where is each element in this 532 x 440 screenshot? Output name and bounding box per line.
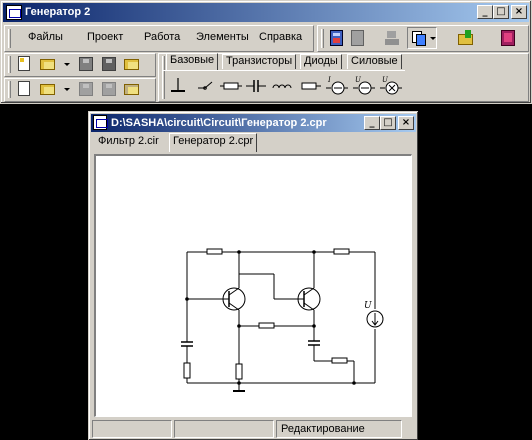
main-window: Генератор 2 _ □ × Файлы Проект Работа Эл… [0,0,532,104]
tab-diodes[interactable]: Диоды [300,54,342,69]
resistor-top-left[interactable] [206,248,223,255]
new-circuit-icon[interactable] [15,55,33,73]
report-icon[interactable] [349,29,367,47]
tab-generator[interactable]: Генератор 2.cpr [169,133,258,152]
status-mode: Редактирование [276,420,402,438]
controlled-source-icon[interactable]: U [380,75,402,97]
source-label: U [355,76,362,84]
book-icon[interactable] [499,29,517,47]
resistor-top-right[interactable] [333,248,350,255]
document-titlebar[interactable]: D:\SASHA\circuit\Circuit\Генератор 2.cpr… [91,114,416,132]
toolbar-grip[interactable] [162,56,165,99]
status-cell-2 [174,420,274,438]
app-icon [6,5,22,20]
menubar-grip[interactable] [8,29,11,48]
tab-power[interactable]: Силовые [347,54,402,69]
menu-help[interactable]: Справка [259,31,303,43]
close-button[interactable]: × [398,116,414,130]
inductor-icon[interactable] [272,75,294,97]
save-as-icon[interactable] [100,80,118,98]
window-select-button[interactable] [407,27,437,49]
tab-basic[interactable]: Базовые [166,53,219,70]
menu-work[interactable]: Работа [144,31,181,43]
resistor-icon[interactable] [220,75,242,97]
menu-project[interactable]: Проект [87,31,124,43]
folder-save-icon[interactable] [123,80,141,98]
tab-filter[interactable]: Фильтр 2.cir [95,134,162,151]
file-toolbar-2 [4,78,156,102]
close-button[interactable]: × [511,5,527,19]
resistor-bottom[interactable] [235,363,243,380]
save-as-icon[interactable] [100,55,118,73]
current-source-icon[interactable]: I [326,75,348,97]
capacitor-icon[interactable] [245,75,267,97]
app-title: Генератор 2 [25,6,91,18]
source-label: U [364,301,372,311]
source-label: U [382,76,389,84]
toolbar-grip[interactable] [8,81,11,98]
resistor-right[interactable] [331,357,348,364]
menu-elements[interactable]: Элементы [196,31,249,43]
ground-icon[interactable] [167,75,189,97]
tab-transistors[interactable]: Транзисторы [222,54,297,69]
save-icon[interactable] [77,55,95,73]
toolbar-grip[interactable] [321,29,324,48]
toolbar-grip[interactable] [8,56,11,73]
document-title: D:\SASHA\circuit\Circuit\Генератор 2.cpr [111,117,327,129]
folder-save-icon[interactable] [123,55,141,73]
file-toolbar-1 [4,53,156,77]
resistor-left[interactable] [183,362,191,379]
document-window: D:\SASHA\circuit\Circuit\Генератор 2.cpr… [88,111,418,440]
status-bar: Редактирование [92,420,416,438]
wire-resistor-icon[interactable] [299,75,321,97]
circuit-diagram[interactable]: U [96,156,411,416]
new-document-icon[interactable] [15,80,33,98]
menu-files[interactable]: Файлы [28,31,63,43]
status-cell-1 [92,420,172,438]
voltage-source-icon[interactable]: U [353,75,375,97]
minimize-button[interactable]: _ [364,116,380,130]
maximize-button[interactable]: □ [493,5,509,19]
calculate-icon[interactable] [328,29,346,47]
save-icon[interactable] [77,80,95,98]
chevron-down-icon [430,37,436,40]
chevron-down-icon[interactable] [64,63,70,66]
open-project-icon[interactable] [457,29,475,47]
windows-icon [410,29,428,47]
menubar [4,25,314,52]
resistor-middle[interactable] [258,322,275,329]
minimize-button[interactable]: _ [477,5,493,19]
open-folder-icon[interactable] [39,55,57,73]
schematic-canvas[interactable]: U [94,154,412,417]
chevron-down-icon[interactable] [64,88,70,91]
open-folder-icon[interactable] [39,80,57,98]
export-icon[interactable] [383,29,401,47]
document-icon [93,115,108,130]
main-titlebar[interactable]: Генератор 2 _ □ × [3,3,529,22]
switch-icon[interactable] [197,75,219,97]
component-palette [158,53,529,102]
source-label: I [327,76,331,84]
top-right-toolbar [317,25,529,52]
maximize-button[interactable]: □ [380,116,396,130]
